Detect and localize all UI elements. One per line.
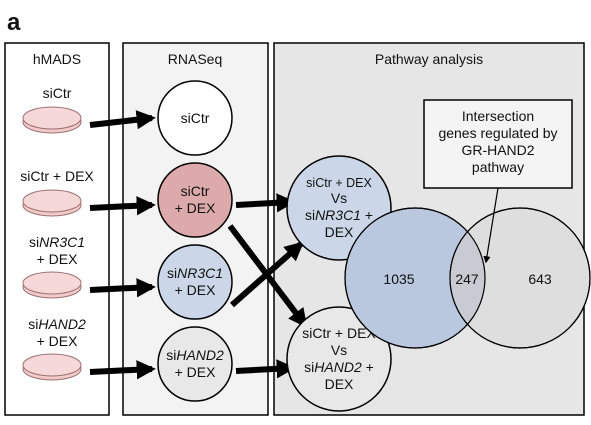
- rnaseq-node-sinr3c1-dex: siNR3C1 + DEX: [157, 244, 233, 320]
- arrow-dish2-to-node2: [89, 196, 156, 216]
- arrow-node2-to-comparison1: [235, 193, 296, 213]
- rnaseq-node-sihand2-dex-line1: siHAND2: [166, 347, 224, 363]
- rnaseq-node-sinr3c1-dex-line1: siNR3C1: [167, 265, 223, 281]
- comparison-nr3c1-line3: siNR3C1 +: [305, 207, 373, 223]
- comparison-circle-hand2: siCtr + DEX Vs siHAND2 + DEX: [286, 306, 392, 412]
- intersection-line1: Intersection: [462, 108, 534, 124]
- rnaseq-node-sictr-label: siCtr: [181, 110, 210, 126]
- culture-dish-1: [22, 106, 82, 134]
- comparison-nr3c1-line2: Vs: [331, 190, 347, 206]
- culture-dish-3: [22, 271, 82, 299]
- arrow-node3-to-comparison1: [230, 241, 304, 308]
- rnaseq-node-sictr-dex-line2: + DEX: [175, 200, 217, 216]
- intersection-line3: GR-HAND2: [461, 142, 534, 158]
- comparison-nr3c1-line1: siCtr + DEX: [306, 176, 372, 190]
- rnaseq-node-sictr: siCtr: [157, 80, 233, 156]
- intersection-box: Intersection genes regulated by GR-HAND2…: [423, 99, 573, 189]
- culture-dish-2: [22, 189, 82, 217]
- comparison-circle-nr3c1: siCtr + DEX Vs siNR3C1 + DEX: [286, 155, 392, 261]
- arrow-dish3-to-node3: [89, 278, 156, 298]
- hmads-header: hMADS: [33, 51, 81, 67]
- comparison-nr3c1-line4: DEX: [325, 224, 354, 240]
- sample-label-2: siCtr + DEX: [20, 168, 94, 184]
- rnaseq-node-sictr-dex-line1: siCtr: [181, 183, 210, 199]
- comparison-hand2-line4: DEX: [325, 376, 354, 392]
- sample-label-3: siNR3C1: [29, 234, 85, 250]
- comparison-hand2-line1: siCtr + DEX: [302, 325, 376, 341]
- arrow-dish1-to-node1: [89, 110, 156, 130]
- arrow-box-to-overlap: [483, 187, 499, 264]
- comparison-hand2-line2: Vs: [331, 342, 347, 358]
- rnaseq-header: RNASeq: [168, 51, 222, 67]
- venn-left-count: 1035: [383, 271, 414, 287]
- culture-dish-4: [22, 353, 82, 381]
- venn-right-count: 643: [528, 271, 552, 287]
- arrow-node4-to-comparison2: [235, 359, 296, 379]
- rnaseq-node-sihand2-dex-line2: + DEX: [175, 364, 217, 380]
- intersection-line4: pathway: [472, 159, 524, 175]
- comparison-hand2-line3: siHAND2 +: [304, 359, 374, 375]
- intersection-line2: genes regulated by: [438, 125, 557, 141]
- venn-diagram: 1035 247 643: [344, 207, 591, 349]
- sample-label-1: siCtr: [43, 85, 72, 101]
- hmads-column-box: [4, 42, 110, 416]
- arrow-dish4-to-node4: [89, 360, 156, 380]
- venn-overlap-count: 247: [455, 271, 479, 287]
- sample-label-4: siHAND2: [28, 316, 86, 332]
- rnaseq-node-sictr-dex: siCtr + DEX: [157, 162, 233, 238]
- rnaseq-node-sinr3c1-dex-line2: + DEX: [175, 282, 217, 298]
- sample-label-3-suffix: + DEX: [37, 251, 79, 267]
- pathway-header: Pathway analysis: [375, 51, 483, 67]
- panel-label: a: [7, 9, 21, 36]
- sample-label-4-suffix: + DEX: [37, 333, 79, 349]
- rnaseq-node-sihand2-dex: siHAND2 + DEX: [157, 326, 233, 402]
